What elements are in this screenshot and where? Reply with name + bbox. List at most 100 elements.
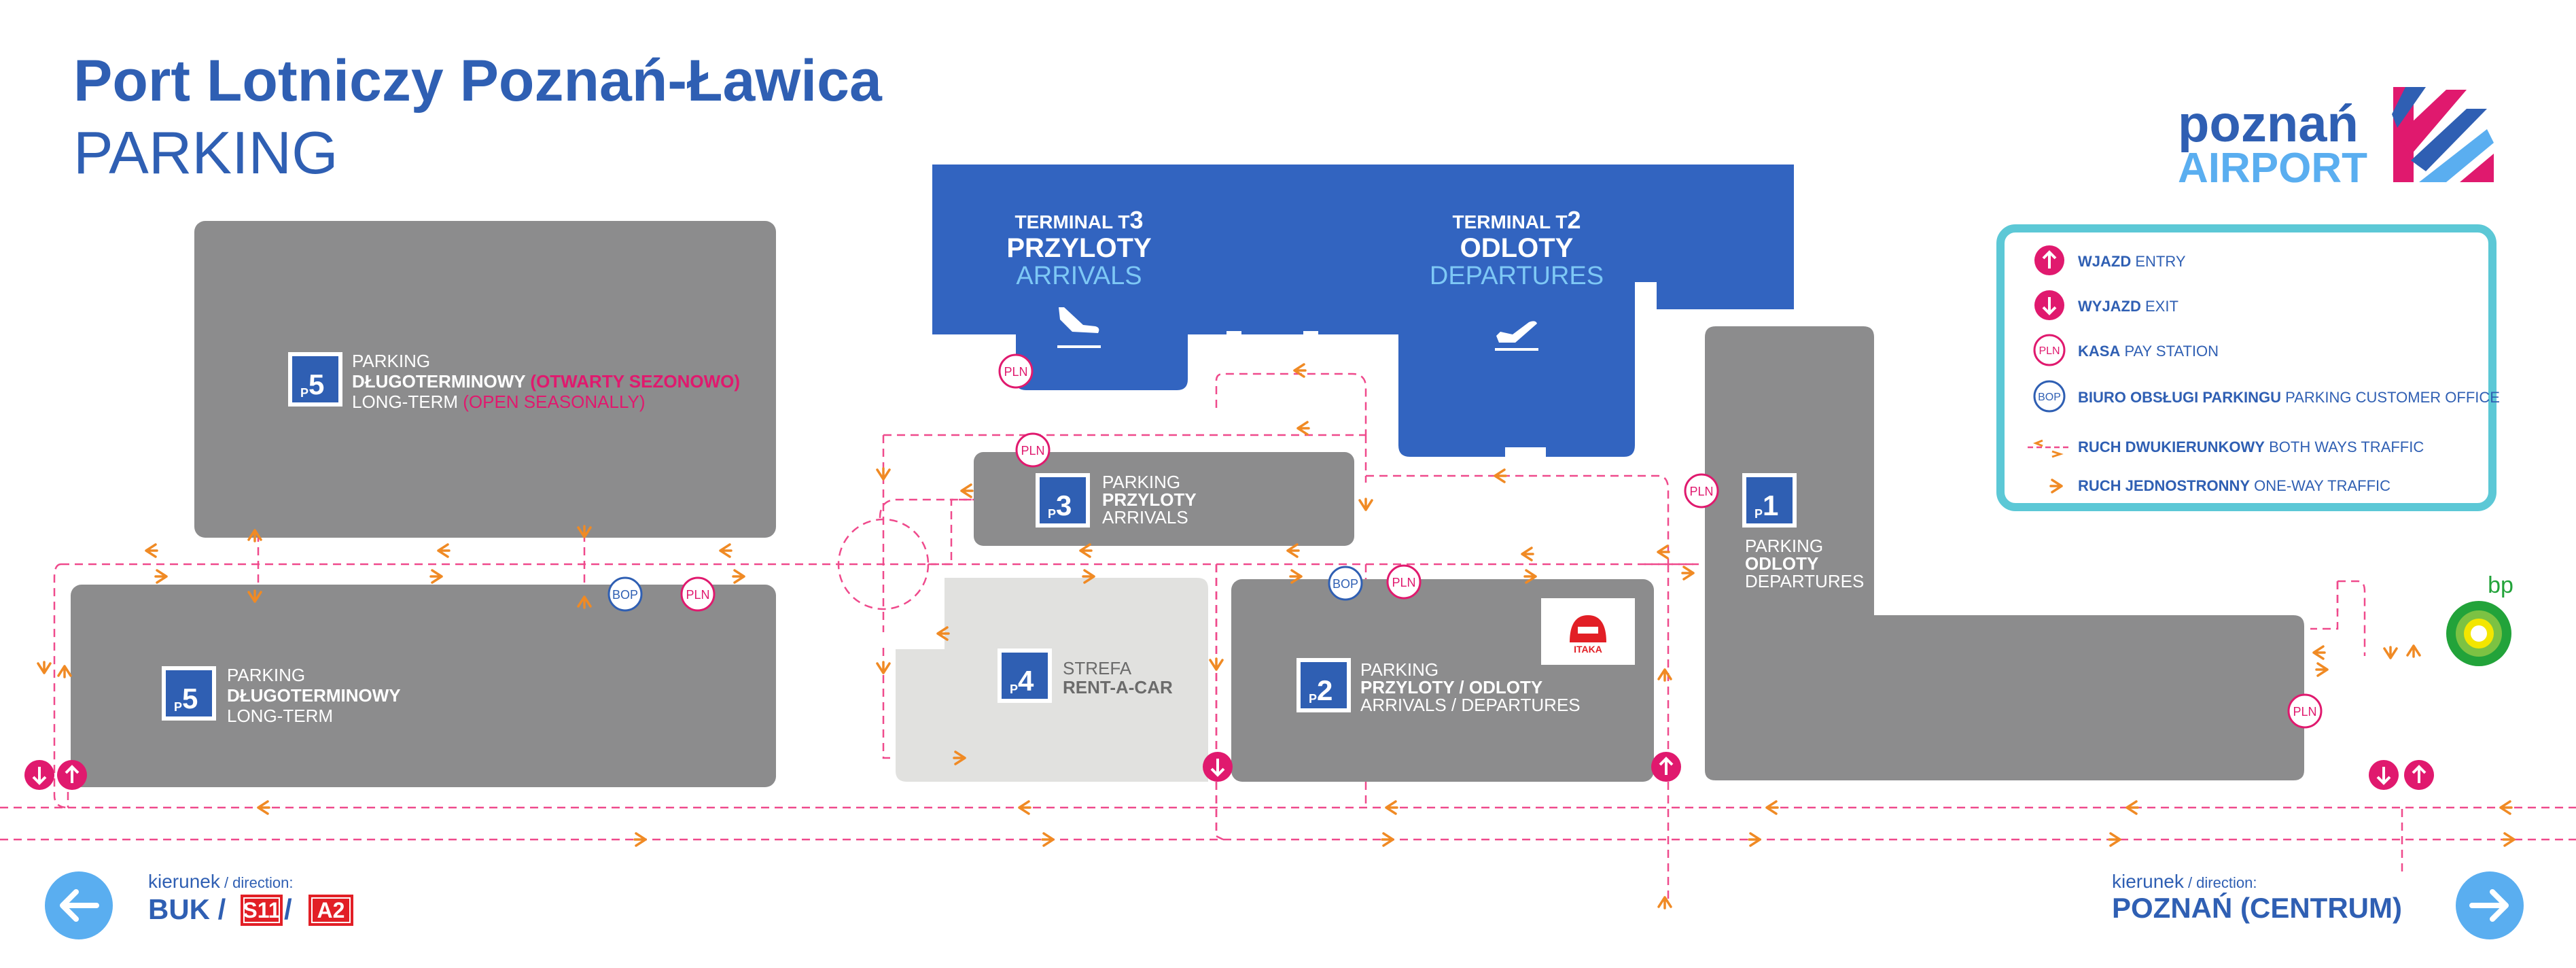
- pay-station-marker: PLN: [1684, 473, 1719, 508]
- p1-l2: ODLOTY: [1745, 553, 1818, 574]
- terminal-t2-name: TERMINAL T2: [1452, 206, 1581, 234]
- itaka-label: ITAKA: [1574, 644, 1602, 655]
- entry-marker: [57, 760, 87, 790]
- direction-west-separator: /: [284, 893, 292, 925]
- pln-label: PLN: [2293, 705, 2316, 719]
- p5-long-l2: DŁUGOTERMINOWY: [227, 685, 401, 706]
- bop-label: BOP: [1333, 577, 1358, 591]
- pay-station-icon-text: PLN: [2039, 345, 2060, 357]
- p4-badge-n: 4: [1018, 665, 1034, 697]
- p5-seasonal-badge-n: 5: [308, 368, 324, 400]
- p5-badge-n: 5: [182, 682, 198, 714]
- pay-station-marker: PLN: [1386, 564, 1422, 600]
- direction-west: kierunek / direction: BUK / S11 / A2: [45, 871, 353, 939]
- pln-label: PLN: [1689, 485, 1713, 498]
- p1-badge-p: P: [1754, 507, 1763, 521]
- road-s11-sign: S11: [241, 895, 283, 926]
- terminal-t3-name: TERMINAL T3: [1014, 206, 1143, 234]
- p2-badge-p: P: [1309, 692, 1317, 706]
- p5-long-l3: LONG-TERM: [227, 706, 333, 726]
- direction-west-city: BUK /: [148, 893, 226, 925]
- direction-east-city: POZNAŃ (CENTRUM): [2112, 892, 2402, 924]
- pay-station-marker: PLN: [2287, 693, 2323, 729]
- legend-two-way: RUCH DWUKIERUNKOWY BOTH WAYS TRAFFIC: [2078, 438, 2424, 455]
- p2-badge-n: 2: [1317, 674, 1333, 706]
- p5-long-l1: PARKING: [227, 665, 305, 685]
- customer-office-icon-text: BOP: [2038, 392, 2061, 403]
- parking-p2-arrivals-departures: P 2 PARKING PRZYLOTY / ODLOTY ARRIVALS /…: [1231, 579, 1654, 782]
- terminal-t3-arrivals-en: ARRIVALS: [1016, 262, 1142, 290]
- pln-label: PLN: [1021, 444, 1044, 457]
- pay-station-marker: PLN: [1015, 432, 1051, 468]
- legend-exit: WYJAZD EXIT: [2078, 298, 2178, 315]
- pay-station-icon: PLN: [2033, 334, 2066, 366]
- p5-seasonal-l2: DŁUGOTERMINOWY (OTWARTY SEZONOWO): [352, 371, 740, 392]
- legend-panel: WJAZD ENTRY WYJAZD EXIT PLN KASA PAY STA…: [1996, 224, 2500, 511]
- customer-office-marker: BOP: [1328, 566, 1363, 601]
- parking-p5-long-term: P 5 PARKING DŁUGOTERMINOWY LONG-TERM: [71, 585, 776, 787]
- pln-label: PLN: [1004, 365, 1027, 379]
- itaka-logo: ITAKA: [1541, 598, 1635, 665]
- pay-station-marker: PLN: [680, 576, 716, 612]
- pay-station-marker: PLN: [998, 353, 1034, 389]
- pln-label: PLN: [1392, 576, 1415, 589]
- direction-east: kierunek / direction: POZNAŃ (CENTRUM): [2112, 871, 2524, 939]
- p5-seasonal-l1: PARKING: [352, 351, 430, 371]
- exit-marker: [1203, 752, 1233, 782]
- two-way-traffic-icon: [2028, 439, 2068, 458]
- customer-office-icon: BOP: [2033, 380, 2066, 413]
- p3-badge-n: 3: [1056, 489, 1072, 521]
- legend-entry: WJAZD ENTRY: [2078, 253, 2186, 270]
- plane-takeoff-icon: [1495, 321, 1538, 351]
- exit-marker: [2369, 760, 2399, 790]
- p5-badge-p: P: [174, 700, 182, 714]
- parking-p1-departures: P 1 PARKING ODLOTY DEPARTURES: [1705, 326, 2304, 780]
- terminal-t3-arrivals-pl: PRZYLOTY: [1006, 233, 1152, 263]
- p1-l1: PARKING: [1745, 536, 1823, 556]
- road-s11-label: S11: [243, 898, 280, 922]
- legend-pay-station: KASA PAY STATION: [2078, 343, 2219, 360]
- parking-p3-arrivals: P 3 PARKING PRZYLOTY ARRIVALS: [974, 452, 1354, 546]
- logo-line1: poznań: [2178, 95, 2359, 153]
- entry-arrow-icon: [2034, 245, 2064, 275]
- p1-l3: DEPARTURES: [1745, 571, 1864, 591]
- exit-marker: [24, 760, 54, 790]
- bp-label: bp: [2488, 572, 2513, 598]
- rent-a-car-zone-p4: P 4 STREFA RENT-A-CAR: [896, 578, 1208, 782]
- p2-l3: ARRIVALS / DEPARTURES: [1360, 695, 1581, 715]
- page-subtitle: PARKING: [73, 119, 338, 186]
- entry-marker: [2404, 760, 2434, 790]
- plane-landing-icon: [1057, 307, 1101, 348]
- poznan-airport-logo: poznań AIRPORT: [2178, 87, 2494, 192]
- p2-l1: PARKING: [1360, 659, 1439, 680]
- parking-p5-seasonal: P 5 PARKING DŁUGOTERMINOWY (OTWARTY SEZO…: [194, 221, 776, 538]
- p2-l2: PRZYLOTY / ODLOTY: [1360, 677, 1542, 697]
- pln-label: PLN: [686, 588, 709, 602]
- logo-line2: AIRPORT: [2178, 145, 2367, 192]
- terminal-building: [932, 165, 1794, 457]
- p3-badge-p: P: [1048, 507, 1056, 521]
- p3-l3: ARRIVALS: [1102, 507, 1188, 528]
- legend-customer-office: BIURO OBSŁUGI PARKINGU PARKING CUSTOMER …: [2078, 389, 2500, 406]
- terminal-t2-departures-en: DEPARTURES: [1430, 262, 1604, 290]
- p1-badge-n: 1: [1763, 489, 1778, 521]
- p5-seasonal-l3: LONG-TERM (OPEN SEASONALLY): [352, 392, 646, 412]
- exit-arrow-icon: [2034, 290, 2064, 320]
- p3-l1: PARKING: [1102, 472, 1180, 492]
- direction-east-label: kierunek / direction:: [2112, 871, 2257, 892]
- arrow-right-icon[interactable]: [2456, 871, 2524, 939]
- p4-l2: RENT-A-CAR: [1063, 677, 1173, 697]
- road-a2-sign: A2: [308, 895, 353, 926]
- p4-l1: STREFA: [1063, 658, 1132, 678]
- road-a2-label: A2: [317, 898, 345, 922]
- direction-west-label: kierunek / direction:: [148, 871, 293, 892]
- p3-l2: PRZYLOTY: [1102, 489, 1197, 510]
- entry-marker: [1651, 752, 1681, 782]
- p5-seasonal-badge-p: P: [300, 386, 308, 400]
- terminal-t2-departures-pl: ODLOTY: [1460, 233, 1574, 263]
- legend-one-way: RUCH JEDNOSTRONNY ONE-WAY TRAFFIC: [2078, 477, 2390, 494]
- customer-office-marker: BOP: [607, 576, 643, 612]
- arrow-left-icon[interactable]: [45, 871, 113, 939]
- page-title: Port Lotniczy Poznań-Ławica: [73, 48, 883, 114]
